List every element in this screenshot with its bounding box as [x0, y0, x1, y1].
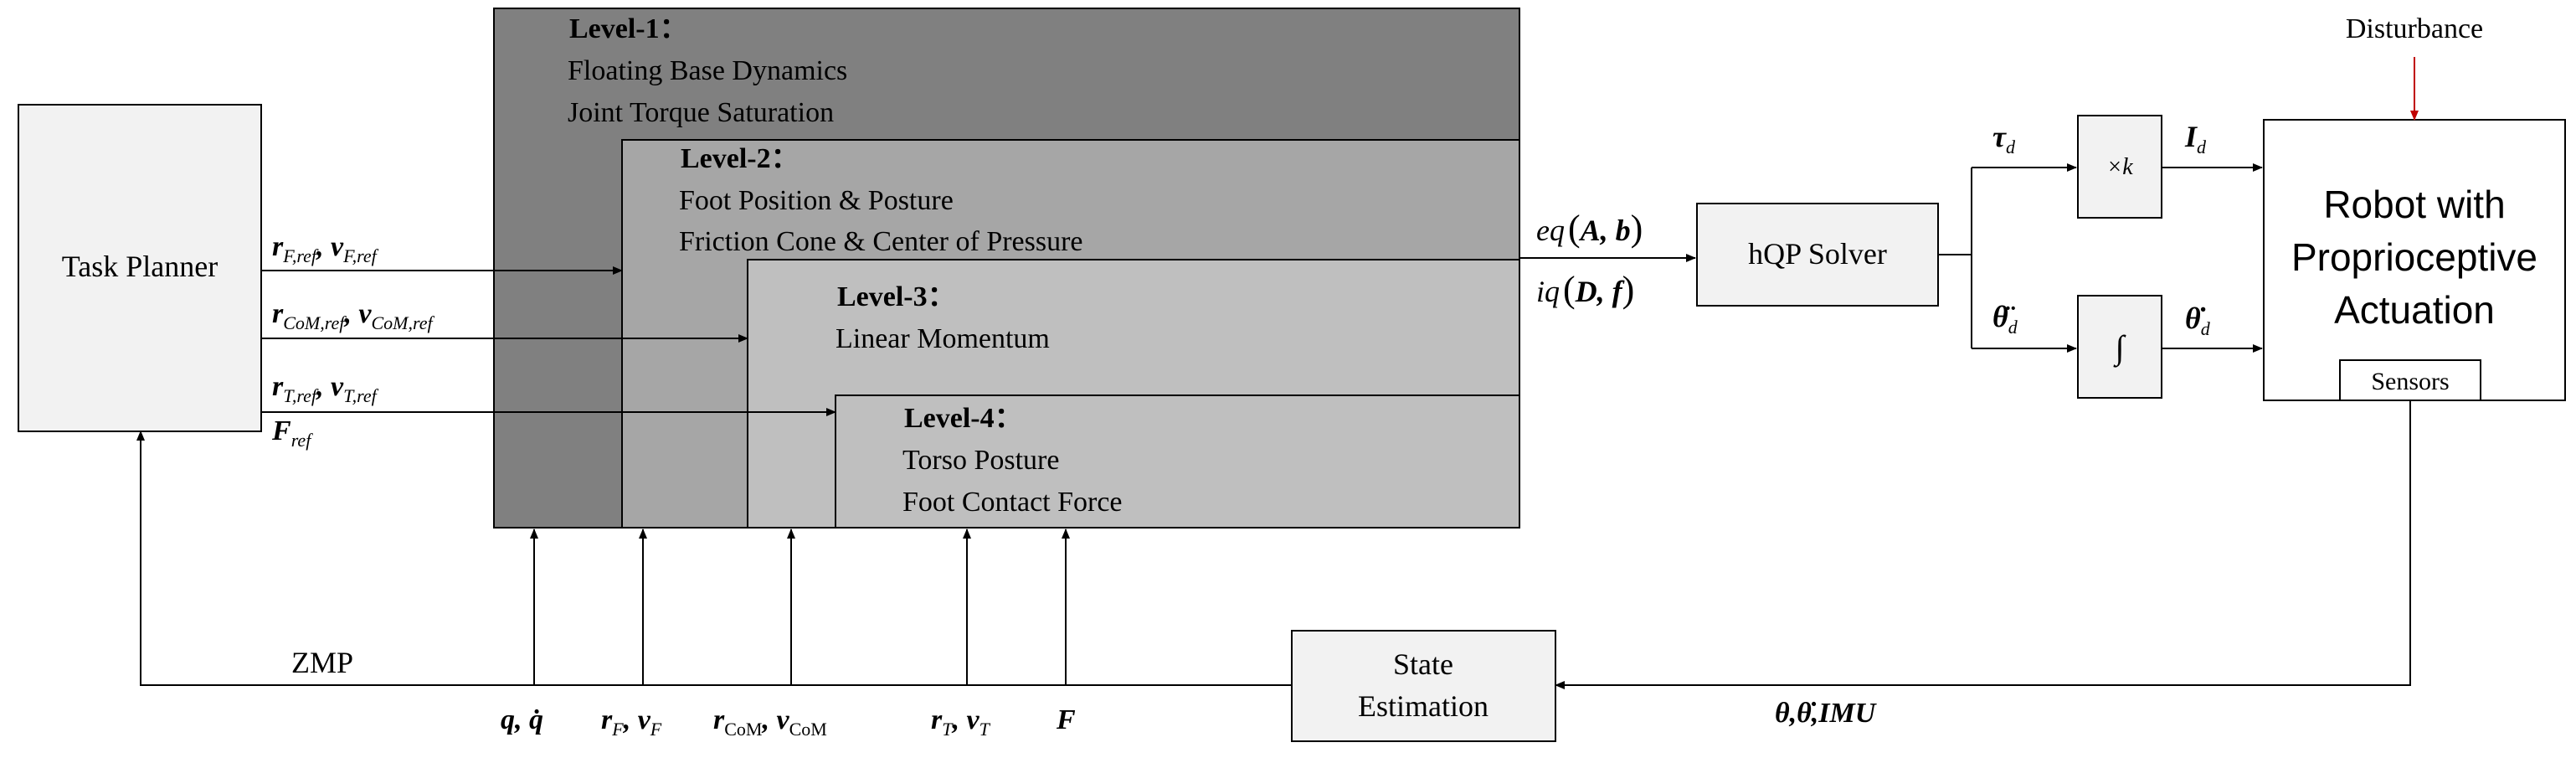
- level-4-block: [835, 394, 1520, 529]
- eq-constraint-label: eq(A, b): [1536, 208, 1643, 249]
- gain-box: [2077, 115, 2162, 219]
- theta-dd-label: θ̈d: [1992, 300, 2018, 338]
- feedback-label: θ,θ̇,IMU: [1775, 698, 1878, 729]
- current-label: Id: [2184, 120, 2207, 157]
- bottom-label-foot: rF, vF: [601, 704, 662, 740]
- level-2-line-2: Friction Cone & Center of Pressure: [679, 226, 1083, 257]
- sensors-box: [2339, 359, 2481, 401]
- robot-label-line-3: Actuation: [2334, 288, 2495, 332]
- level-2-line-1: Foot Position & Posture: [679, 185, 954, 216]
- ref-label-force: Fref: [271, 415, 313, 451]
- bottom-label-force: F: [1056, 704, 1076, 735]
- integrator-box: [2077, 295, 2162, 399]
- robot-label-line-1: Robot with: [2323, 183, 2505, 226]
- disturbance-label: Disturbance: [2346, 13, 2483, 44]
- level-3-line-1: Linear Momentum: [836, 323, 1050, 354]
- task-planner-label: Task Planner: [62, 250, 218, 283]
- ref-label-torso: rT,ref, vT,ref: [272, 371, 379, 406]
- tau-label: τd: [1992, 120, 2016, 157]
- zmp-label: ZMP: [291, 646, 353, 679]
- gain-label: ×k: [2106, 154, 2133, 180]
- level-1-line-1: Floating Base Dynamics: [568, 55, 847, 86]
- level-3-title: Level-3：: [837, 281, 956, 312]
- ref-label-foot: rF,ref, vF,ref: [272, 231, 379, 266]
- robot-label-line-2: Proprioceptive: [2291, 235, 2537, 279]
- bottom-label-torso: rT, vT: [931, 704, 991, 740]
- state-estimation-box: [1291, 630, 1556, 742]
- state-estimation-line-2: Estimation: [1358, 689, 1489, 723]
- state-estimation-line-1: State: [1393, 647, 1453, 681]
- level-4-line-2: Foot Contact Force: [902, 487, 1123, 518]
- bottom-label-q: q, q̇: [501, 704, 543, 735]
- level-1-line-2: Joint Torque Saturation: [568, 97, 834, 128]
- bottom-label-com: rCoM, vCoM: [713, 704, 827, 740]
- level-4-title: Level-4：: [904, 403, 1023, 434]
- level-1-title: Level-1：: [569, 13, 688, 44]
- theta-d-label: θ̇d: [2185, 302, 2211, 339]
- iq-constraint-label: iq(D, f): [1536, 269, 1634, 310]
- hqp-solver-label: hQP Solver: [1748, 237, 1887, 271]
- hqp-solver-box: [1696, 203, 1939, 307]
- level-4-line-1: Torso Posture: [902, 445, 1059, 476]
- task-planner-box: [18, 104, 262, 432]
- ref-label-com: rCoM,ref, vCoM,ref: [272, 298, 434, 333]
- sensors-label: Sensors: [2371, 368, 2449, 395]
- integrator-label: ∫: [2113, 328, 2127, 368]
- level-2-title: Level-2：: [681, 143, 800, 174]
